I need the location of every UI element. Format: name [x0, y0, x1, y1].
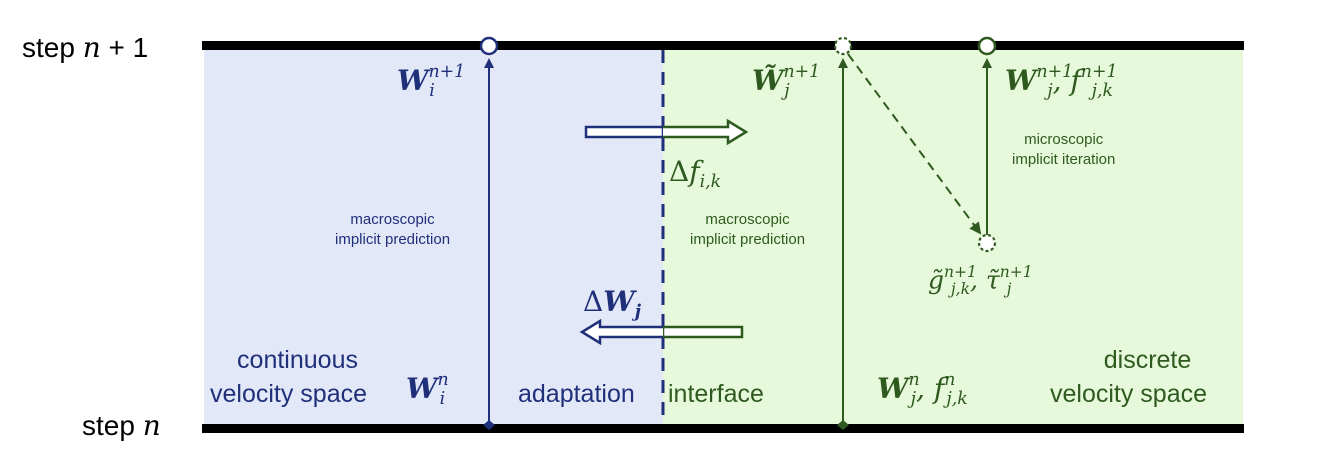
discrete-title: discrete velocity space — [1050, 346, 1208, 408]
continuous-velocity-region — [204, 46, 663, 426]
final-node — [977, 36, 997, 56]
flux-df-label: Δfi,k — [669, 155, 722, 193]
adaptation-label: adaptation — [518, 380, 635, 408]
flux-arrow-right — [584, 118, 749, 146]
step-n-bar — [202, 424, 1244, 433]
left-macro-process: macroscopic implicit prediction — [335, 211, 451, 249]
intermediate-state-label: g̃n+1j,k, τ̃n+1j — [928, 263, 1033, 299]
left-base-diamond — [483, 420, 495, 430]
flux-dw-label: ΔWj — [583, 285, 641, 323]
flux-arrow-left — [579, 318, 744, 346]
predicted-node — [833, 36, 853, 56]
step-n1-label: step n + 1 — [22, 31, 149, 64]
intermediate-node — [977, 233, 997, 253]
predicted-state-label: W̃n+1j — [752, 62, 821, 102]
left-state-n: Wni — [406, 370, 449, 410]
step-n1-bar — [202, 41, 1244, 50]
right-state-n-label: Wnj, fnj,k — [877, 370, 968, 410]
continuous-title: continuous velocity space — [210, 346, 368, 408]
final-state-label: Wn+1j, fn+1j,k — [1005, 62, 1118, 102]
interface-label: interface — [668, 380, 764, 408]
micro-iteration-process: microscopic implicit iteration — [1012, 131, 1116, 169]
prediction-diagonal-arrow — [847, 53, 982, 235]
discrete-velocity-region — [663, 46, 1243, 426]
left-state-n1: Wn+1i — [397, 62, 466, 102]
step-n-label: step n — [82, 409, 161, 442]
right-macro-process: macroscopic implicit prediction — [690, 211, 806, 249]
left-top-node — [479, 36, 499, 56]
right-base-diamond — [837, 420, 849, 430]
